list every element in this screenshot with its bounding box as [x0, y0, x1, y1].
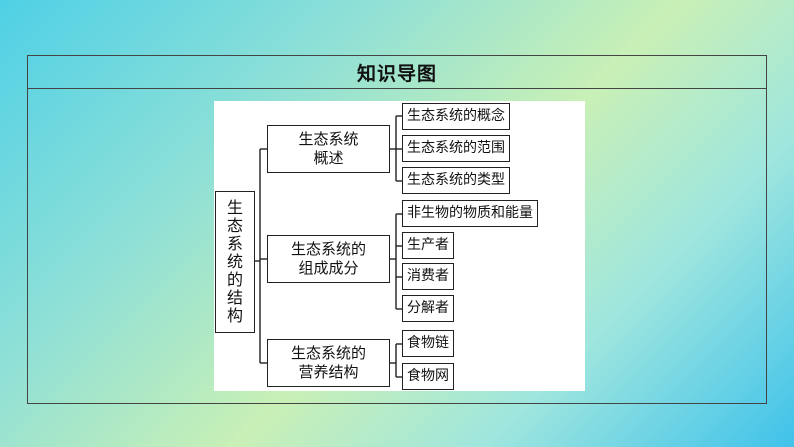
leaf-node: 生态系统的概念 — [402, 103, 510, 130]
leaf-node: 消费者 — [402, 263, 454, 290]
knowledge-map-frame: 知识导图 — [27, 55, 767, 404]
header-bar: 知识导图 — [28, 56, 766, 89]
branch-node-trophic-structure: 生态系统的 营养结构 — [267, 339, 390, 387]
root-node: 生 态 系 统 的 结 构 — [215, 191, 255, 333]
branch-line: 生态系统的 — [290, 344, 366, 362]
leaf-node: 食物网 — [402, 363, 454, 390]
root-char: 态 — [226, 216, 243, 235]
root-char: 结 — [226, 288, 243, 307]
branch-line: 生态系统 — [298, 130, 359, 148]
root-char: 生 — [226, 198, 243, 217]
root-char: 统 — [226, 252, 243, 271]
branch-line: 组成成分 — [298, 259, 359, 277]
leaf-node: 生态系统的范围 — [402, 135, 510, 162]
branch-line: 营养结构 — [298, 363, 359, 381]
leaf-node: 非生物的物质和能量 — [402, 200, 538, 227]
page-title: 知识导图 — [356, 62, 437, 85]
branch-node-overview: 生态系统 概述 — [267, 125, 390, 173]
root-char: 的 — [226, 270, 243, 289]
root-char: 构 — [226, 306, 243, 325]
leaf-node: 生产者 — [402, 232, 454, 259]
branch-node-components: 生态系统的 组成成分 — [267, 235, 390, 283]
root-char: 系 — [226, 234, 243, 253]
branch-line: 概述 — [313, 149, 344, 167]
leaf-node: 分解者 — [402, 295, 454, 322]
leaf-node: 食物链 — [402, 330, 454, 357]
branch-line: 生态系统的 — [290, 240, 366, 258]
leaf-node: 生态系统的类型 — [402, 167, 510, 194]
connector-lines — [255, 115, 402, 378]
concept-diagram: 生 态 系 统 的 结 构 生态系统 概述 生态系统的 组成成分 生态系统的 营… — [214, 101, 585, 391]
